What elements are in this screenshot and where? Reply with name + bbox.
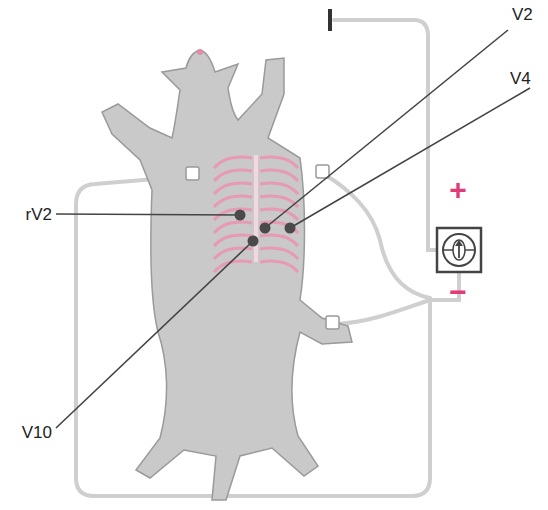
polarity-sign: −: [449, 277, 467, 307]
chest-electrode: [235, 210, 296, 247]
galvanometer-symbol: [437, 228, 481, 272]
ground-symbol: [328, 9, 332, 31]
polarity-sign: +: [449, 175, 467, 205]
limb-electrode: [186, 165, 339, 329]
dog-body: [102, 50, 352, 500]
nose-dot: [197, 49, 203, 55]
lead-label: V2: [512, 6, 533, 23]
leader-line: [56, 30, 530, 428]
lead-label: V4: [510, 70, 531, 87]
lead-label: rV2: [26, 206, 52, 223]
lead-label: V10: [22, 424, 52, 441]
